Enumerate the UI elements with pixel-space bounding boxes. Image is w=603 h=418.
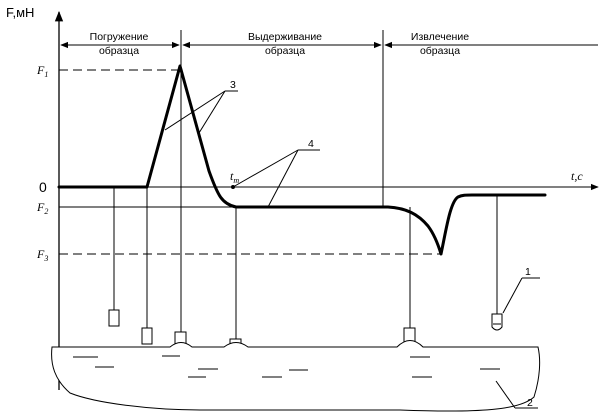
callout-1-leader	[502, 277, 523, 314]
callout-3-label: 3	[230, 79, 236, 91]
sample-2	[141, 327, 153, 345]
sample-6	[491, 313, 503, 331]
callout-4-label: 4	[308, 138, 314, 150]
callout-4-leader-a	[232, 149, 299, 188]
f3-label: F3	[36, 247, 48, 263]
callout-4-leader-b	[267, 149, 299, 208]
sample-1	[108, 309, 120, 327]
zero-label: 0	[39, 179, 47, 195]
callout-1-label: 1	[525, 266, 531, 278]
phase-extraction-line2: образца	[420, 45, 460, 57]
phase-immersion-line2: образца	[99, 45, 139, 57]
t-marker-label: tт	[230, 169, 239, 185]
callout-2-label: 2	[527, 397, 533, 409]
callout-2-leader	[495, 380, 516, 409]
phase-immersion-line1: Погружение	[90, 31, 149, 43]
callout-3-leader-b	[198, 90, 226, 134]
phase-extraction-line1: Извлечение	[411, 31, 469, 43]
liquid-bath	[51, 340, 541, 412]
callout-3-leader-a	[164, 90, 226, 131]
phase-holding-line2: образца	[265, 45, 305, 57]
phase-holding-line1: Выдерживание	[248, 31, 322, 43]
y-axis-label: F,мН	[6, 5, 34, 20]
f1-label: F1	[36, 63, 48, 79]
f2-label: F2	[36, 200, 48, 216]
force-curve	[57, 64, 547, 256]
x-axis-label: t,c	[571, 169, 583, 183]
